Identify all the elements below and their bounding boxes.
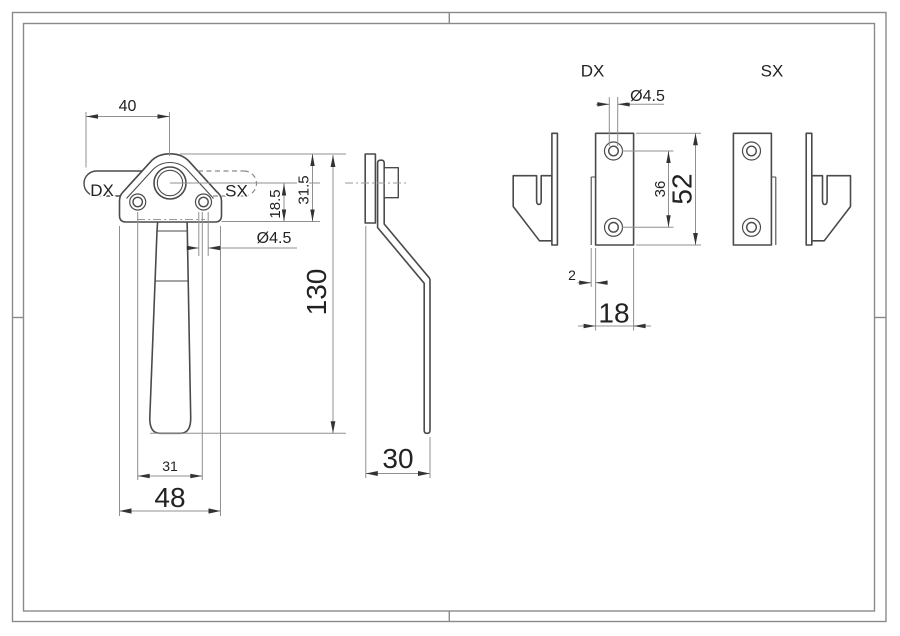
sheet-frame	[11, 11, 887, 623]
keeper-dx-profile-plate	[551, 132, 559, 246]
keeper-dx-hook-profile	[512, 174, 553, 242]
side-view-handle: 30	[345, 153, 431, 478]
head-bevel-line	[126, 161, 214, 199]
dim-18-label: 18	[598, 298, 629, 329]
dim-40-label: 40	[119, 98, 137, 115]
front-view-handle: DX SX 40 18.5 31.5 Ø4.5 130 31 48	[83, 97, 346, 516]
dim-130-label: 130	[301, 269, 332, 316]
keeper-hole	[608, 145, 620, 157]
dim-52-label: 52	[667, 173, 698, 204]
label-sx-keeper: SX	[761, 62, 784, 81]
keeper-hole	[746, 145, 758, 157]
head-plate-side	[364, 153, 377, 224]
keeper-hole	[608, 221, 620, 233]
keeper-sx-hook-profile	[811, 174, 852, 242]
dim-31-label: 31	[162, 458, 178, 474]
screw-hole	[132, 196, 144, 208]
frame-outer	[11, 11, 887, 623]
keeper-dimensions	[577, 97, 701, 331]
keeper-sx-profile-plate	[805, 132, 813, 246]
dim-48-label: 48	[154, 482, 185, 513]
label-sx-front: SX	[225, 182, 248, 201]
dim-2-label: 2	[568, 267, 576, 283]
side-view-dimensions	[365, 226, 431, 478]
screw-hole	[198, 196, 209, 208]
dim-hole-dia-label: Ø4.5	[257, 230, 292, 247]
keeper-views: DX SX Ø4.5 36 52 2 18	[512, 60, 852, 331]
lever-side-profile	[376, 159, 431, 435]
dim-keeper-hole-dia-label: Ø4.5	[630, 88, 665, 105]
frame-inner	[22, 22, 876, 612]
label-dx-front: DX	[90, 181, 114, 200]
dim-18-5-label: 18.5	[267, 189, 284, 218]
dim-36-label: 36	[652, 181, 669, 198]
keeper-hole	[746, 221, 758, 233]
dim-31-5-label: 31.5	[296, 175, 313, 204]
front-view-dimensions	[85, 112, 346, 516]
handle-lever	[148, 216, 192, 435]
dim-30-label: 30	[382, 443, 413, 474]
label-dx-keeper: DX	[581, 62, 605, 81]
